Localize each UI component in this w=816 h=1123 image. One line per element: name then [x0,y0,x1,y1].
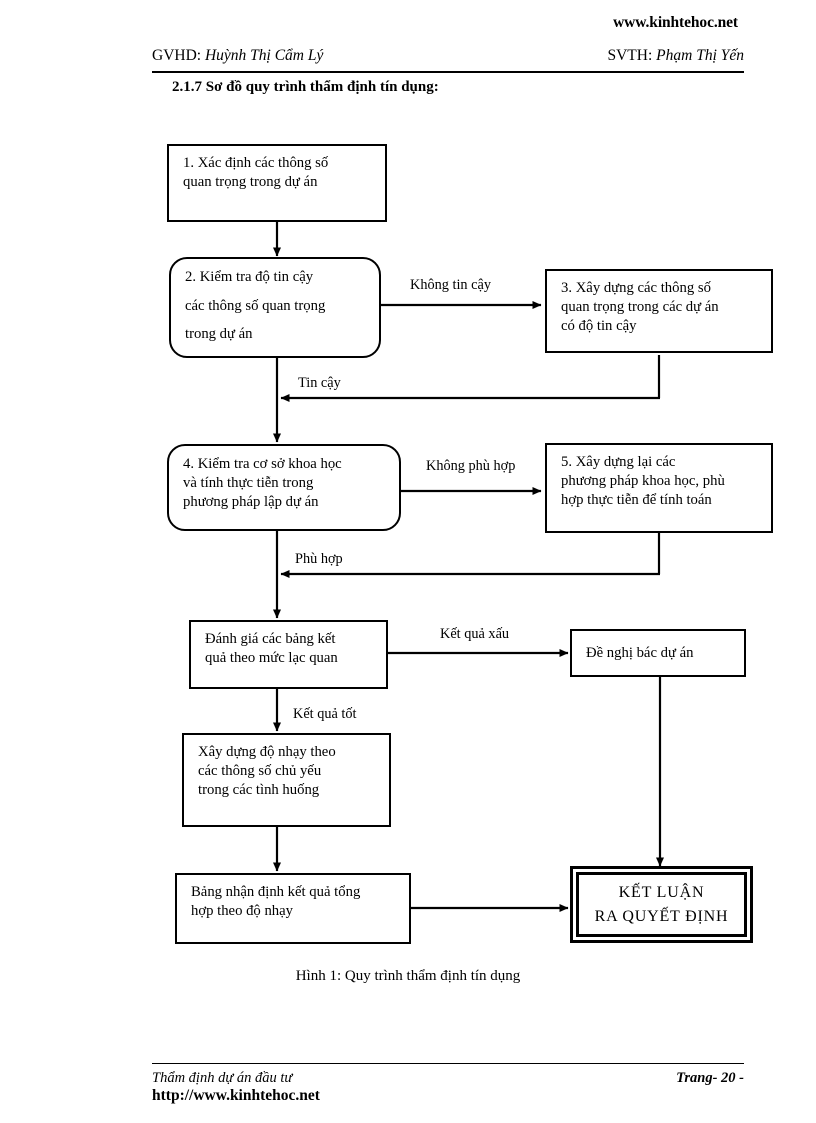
edge-label-ket-qua-xau: Kết quả xấu [438,626,512,643]
node-2-line-3: trong dự án [185,326,253,343]
node-5-rebuild-methods[interactable]: 5. Xây dựng lại các phương pháp khoa học… [545,443,773,533]
node-5-line-3: hợp thực tiễn để tính toán [561,492,712,509]
node-3-line-3: có độ tin cậy [561,318,637,335]
node-10-line-1: KẾT LUẬN [618,884,705,902]
footer-divider [152,1063,744,1064]
node-1-line-1: 1. Xác định các thông số [183,155,329,171]
node-8-line-1: Xây dựng độ nhạy theo [198,744,336,760]
student-colon: : [647,47,657,64]
footer-row: Thẩm định dự án đầu tư Trang- 20 - [152,1070,744,1087]
flowchart-diagram: 1. Xác định các thông số quan trọng tron… [167,144,773,944]
node-5-line-2: phương pháp khoa học, phù [561,473,725,490]
node-3-line-1: 3. Xây dựng các thông số [561,280,711,296]
flowchart-connectors [273,221,664,912]
advisor-label: GVHD [152,47,197,64]
node-4-line-3: phương pháp lập dự án [183,494,319,511]
node-3-build-reliable-parameters[interactable]: 3. Xây dựng các thông số quan trọng tron… [545,269,773,353]
student-label: SVTH [607,47,648,64]
advisor-name: Huỳnh Thị Cẩm Lý [204,47,324,64]
student-name: Phạm Thị Yến [656,47,744,64]
site-url-header: www.kinhtehoc.net [613,14,738,31]
node-2-line-1: 2. Kiểm tra độ tin cậy [185,269,314,285]
header-divider [152,71,744,73]
node-9-summary-table[interactable]: Bảng nhận định kết quả tổng hợp theo độ … [175,873,411,944]
figure-caption: Hình 1: Quy trình thẩm định tín dụng [295,968,521,984]
node-3-line-2: quan trọng trong các dự án [561,299,719,316]
edge-label-khong-tin-cay: Không tin cậy [408,277,493,294]
node-10-conclusion-decision[interactable]: KẾT LUẬN RA QUYẾT ĐỊNH [576,872,747,937]
node-8-line-3: trong các tình huống [198,782,320,799]
advisor-colon: : [196,47,205,64]
node-1-line-2: quan trọng trong dự án [183,174,318,191]
node-10-line-2: RA QUYẾT ĐỊNH [594,907,729,925]
node-2-check-reliability[interactable]: 2. Kiểm tra độ tin cậy các thông số quan… [169,257,381,358]
header-names-row: GVHD: Huỳnh Thị Cẩm Lý SVTH: Phạm Thị Yế… [152,47,744,65]
node-4-line-1: 4. Kiểm tra cơ sở khoa học [183,456,342,472]
footer-doc-title: Thẩm định dự án đầu tư [152,1070,293,1086]
footer-page-number: Trang- 20 - [676,1070,744,1086]
node-8-build-sensitivity[interactable]: Xây dựng độ nhạy theo các thông số chủ y… [182,733,391,827]
node-7-line-1: Đề nghị bác dự án [586,645,694,662]
node-6-line-1: Đánh giá các bảng kết [205,631,336,647]
node-2-line-2: các thông số quan trọng [185,297,326,314]
node-7-reject-project[interactable]: Đề nghị bác dự án [570,629,746,677]
node-4-check-scientific-basis[interactable]: 4. Kiểm tra cơ sở khoa học và tính thực … [167,444,401,531]
node-1-identify-parameters[interactable]: 1. Xác định các thông số quan trọng tron… [167,144,387,222]
section-title: 2.1.7 Sơ đồ quy trình thẩm định tín dụng… [172,79,439,95]
node-6-line-2: quả theo mức lạc quan [205,650,338,667]
edge-label-khong-phu-hop: Không phù hợp [424,458,518,475]
edge-label-phu-hop: Phù hợp [293,551,345,568]
node-9-line-2: hợp theo độ nhạy [191,903,293,920]
advisor-block: GVHD: Huỳnh Thị Cẩm Lý [152,47,323,65]
edge-label-tin-cay: Tin cậy [296,375,343,392]
site-url-footer: http://www.kinhtehoc.net [152,1087,320,1104]
node-6-evaluate-optimistic-results[interactable]: Đánh giá các bảng kết quả theo mức lạc q… [189,620,388,689]
student-block: SVTH: Phạm Thị Yến [607,47,744,65]
node-4-line-2: và tính thực tiễn trong [183,475,314,492]
node-5-line-1: 5. Xây dựng lại các [561,454,676,470]
node-9-line-1: Bảng nhận định kết quả tổng [191,884,361,900]
node-8-line-2: các thông số chủ yếu [198,763,322,780]
edge-label-ket-qua-tot: Kết quả tốt [291,706,359,723]
